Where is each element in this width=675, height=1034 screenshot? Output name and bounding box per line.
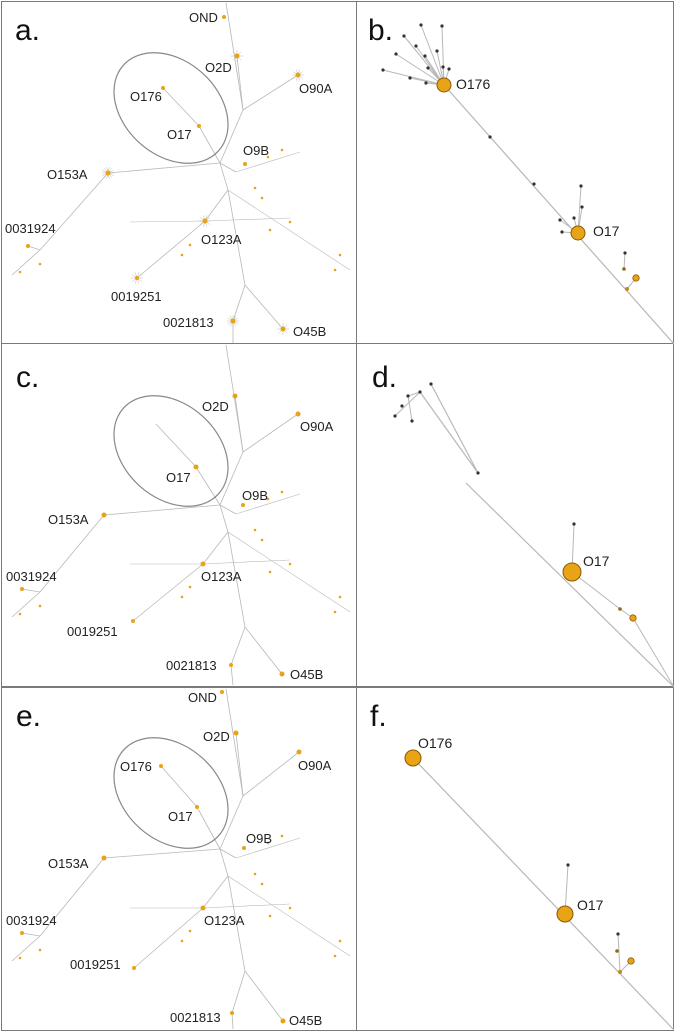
panel-d: d. [356, 343, 674, 687]
panel-letter-e: e. [16, 700, 42, 733]
panel-b: b. [356, 1, 674, 344]
panel-a: a. [1, 1, 357, 344]
panel-letter-c: c. [16, 361, 40, 394]
panel-f: f. [356, 687, 674, 1031]
panel-letter-f: f. [370, 700, 387, 733]
panel-letter-b: b. [368, 14, 394, 47]
panel-letter-a: a. [15, 14, 41, 47]
panel-c: c. [1, 343, 357, 687]
panel-e: e. [1, 687, 357, 1031]
panel-letter-d: d. [372, 361, 398, 394]
